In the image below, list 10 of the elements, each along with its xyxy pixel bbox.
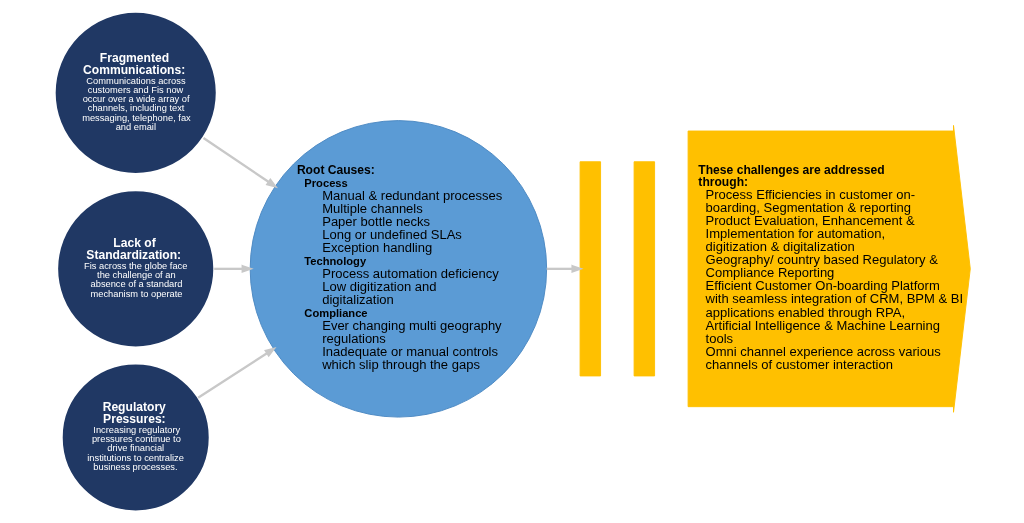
node-circle: Root Causes: Process Manual & redundant processes Multiple channels Paper bottle necks Long or undefined SLAs Exception handling Technology Process automation deficiency Low digitization and digitalization Compliance Ever changing multi geography regulations Inadequate or manual controls which slip through the gaps <box>249 120 547 418</box>
node-bar <box>579 161 601 377</box>
arrow <box>197 347 277 399</box>
node-circle: Lack of Standardization: Fis across the globe face the challenge of an absence of a standard mechanism to operate <box>55 189 215 349</box>
node-circle: Regulatory Pressures: Increasing regulatory pressures continue to drive financial institutions to centralize business processes. <box>60 362 211 513</box>
node-bar <box>633 161 655 377</box>
arrow <box>202 136 278 189</box>
node-circle: Fragmented Communications: Communications across customers and Fis now occur over a wide array of channels, including text messaging, telephone, fax and email <box>53 10 218 175</box>
arrow <box>546 264 584 274</box>
arrow <box>213 264 254 274</box>
